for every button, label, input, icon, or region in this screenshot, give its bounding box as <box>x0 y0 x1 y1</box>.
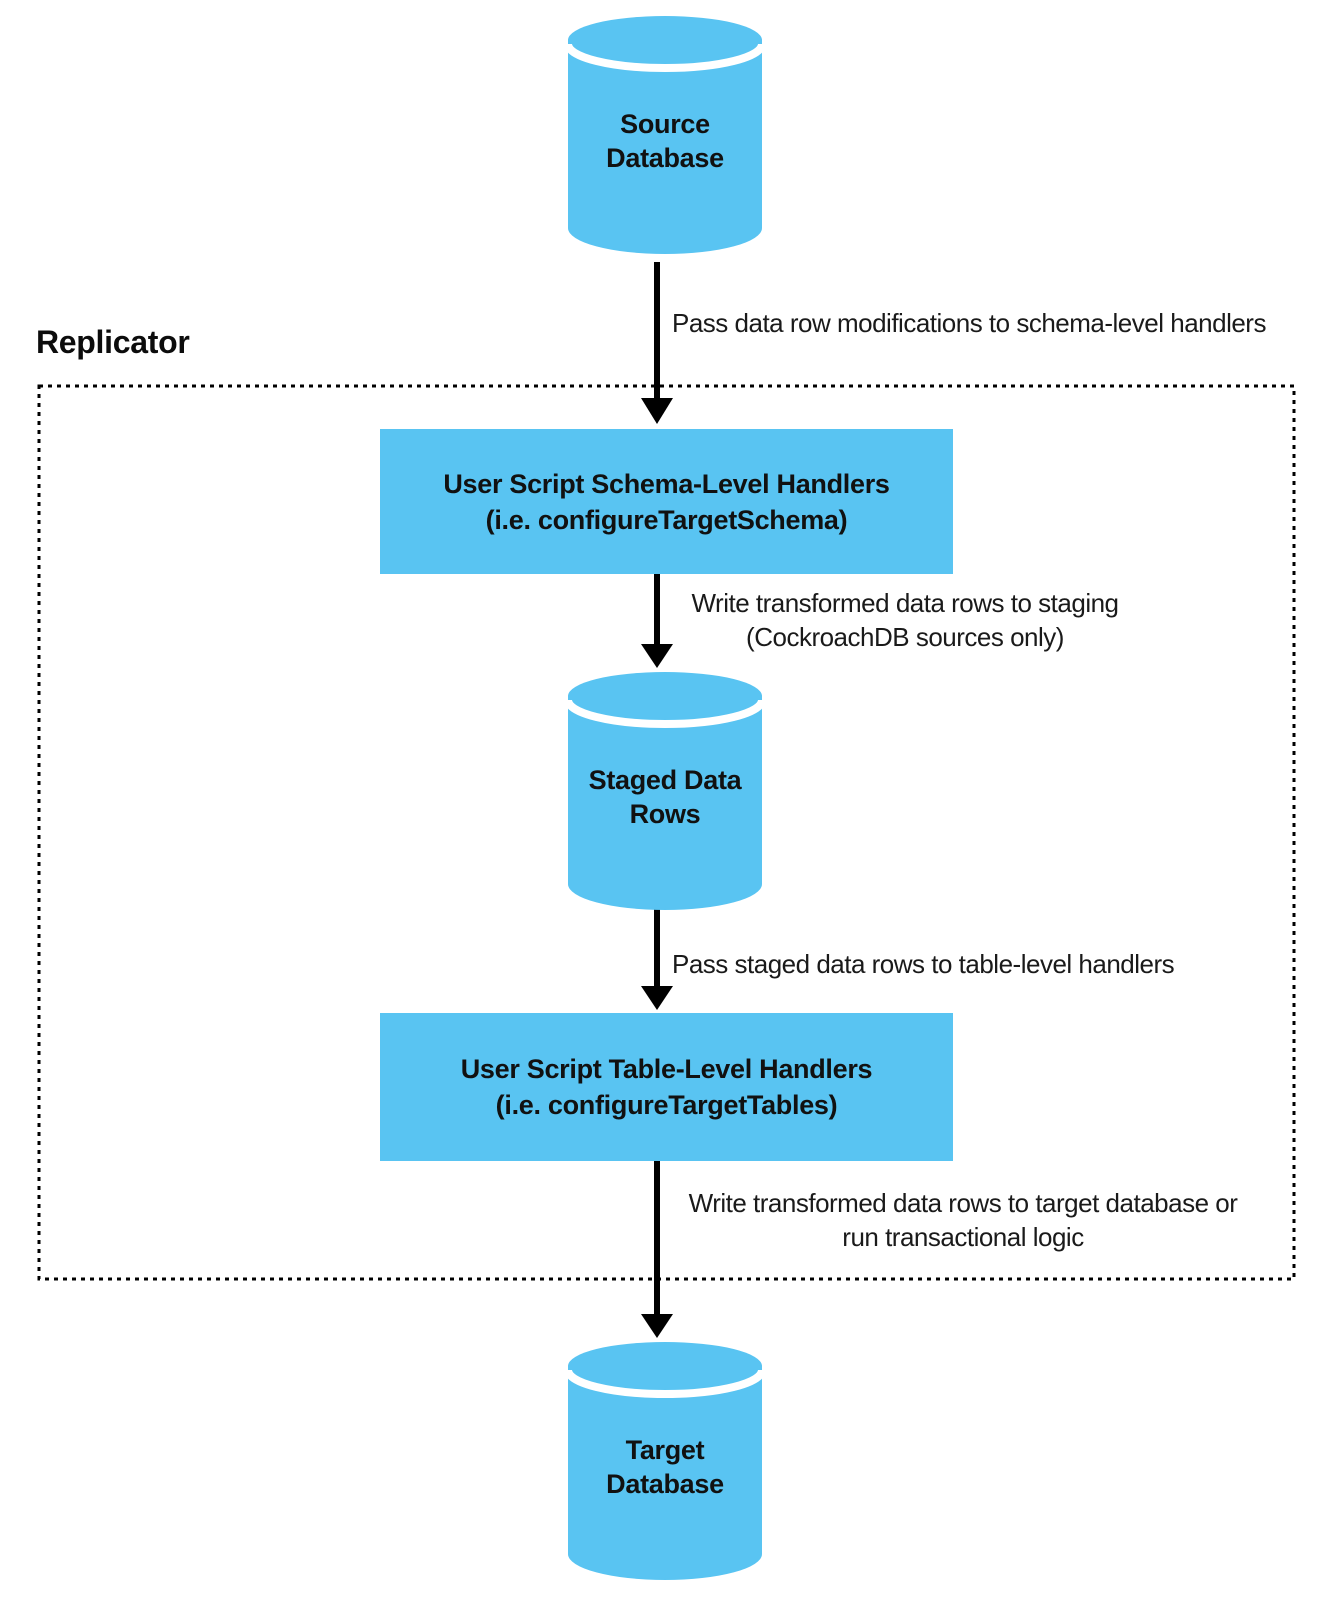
arrow-schema-to-staging <box>641 574 673 668</box>
node-source-database: Source Database <box>567 14 763 254</box>
source-database-label: Source Database <box>606 109 724 173</box>
database-cylinder-icon <box>567 1342 763 1580</box>
table-handlers-sublabel: (i.e. configureTargetTables) <box>495 1090 838 1120</box>
schema-handlers-label: User Script Schema-Level Handlers <box>443 468 890 499</box>
node-table-level-handlers: User Script Table-Level Handlers (i.e. c… <box>380 1013 953 1161</box>
database-cylinder-icon <box>567 16 763 254</box>
edge-label-schema-to-staging: Write transformed data rows to staging (… <box>691 588 1119 652</box>
node-staged-data-rows: Staged Data Rows <box>567 670 763 910</box>
staged-data-rows-label: Staged Data Rows <box>588 765 742 829</box>
edge-label-table-to-target: Write transformed data rows to target da… <box>688 1188 1238 1252</box>
table-handlers-label: User Script Table-Level Handlers <box>460 1054 873 1084</box>
replicator-boundary-box <box>37 384 1296 1281</box>
node-schema-level-handlers: User Script Schema-Level Handlers (i.e. … <box>380 429 953 574</box>
target-database-label: Target Database <box>606 1435 724 1499</box>
edge-label-source-to-schema: Pass data row modifications to schema-le… <box>672 308 1266 338</box>
replicator-title: Replicator <box>36 324 190 360</box>
schema-handlers-sublabel: (i.e. configureTargetSchema) <box>485 504 848 535</box>
arrow-source-to-schema <box>641 262 673 424</box>
arrow-staging-to-table <box>641 908 673 1010</box>
database-cylinder-icon <box>567 672 763 910</box>
arrow-table-to-target <box>641 1161 673 1338</box>
edge-label-staging-to-table: Pass staged data rows to table-level han… <box>672 949 1175 979</box>
node-target-database: Target Database <box>567 1340 763 1580</box>
